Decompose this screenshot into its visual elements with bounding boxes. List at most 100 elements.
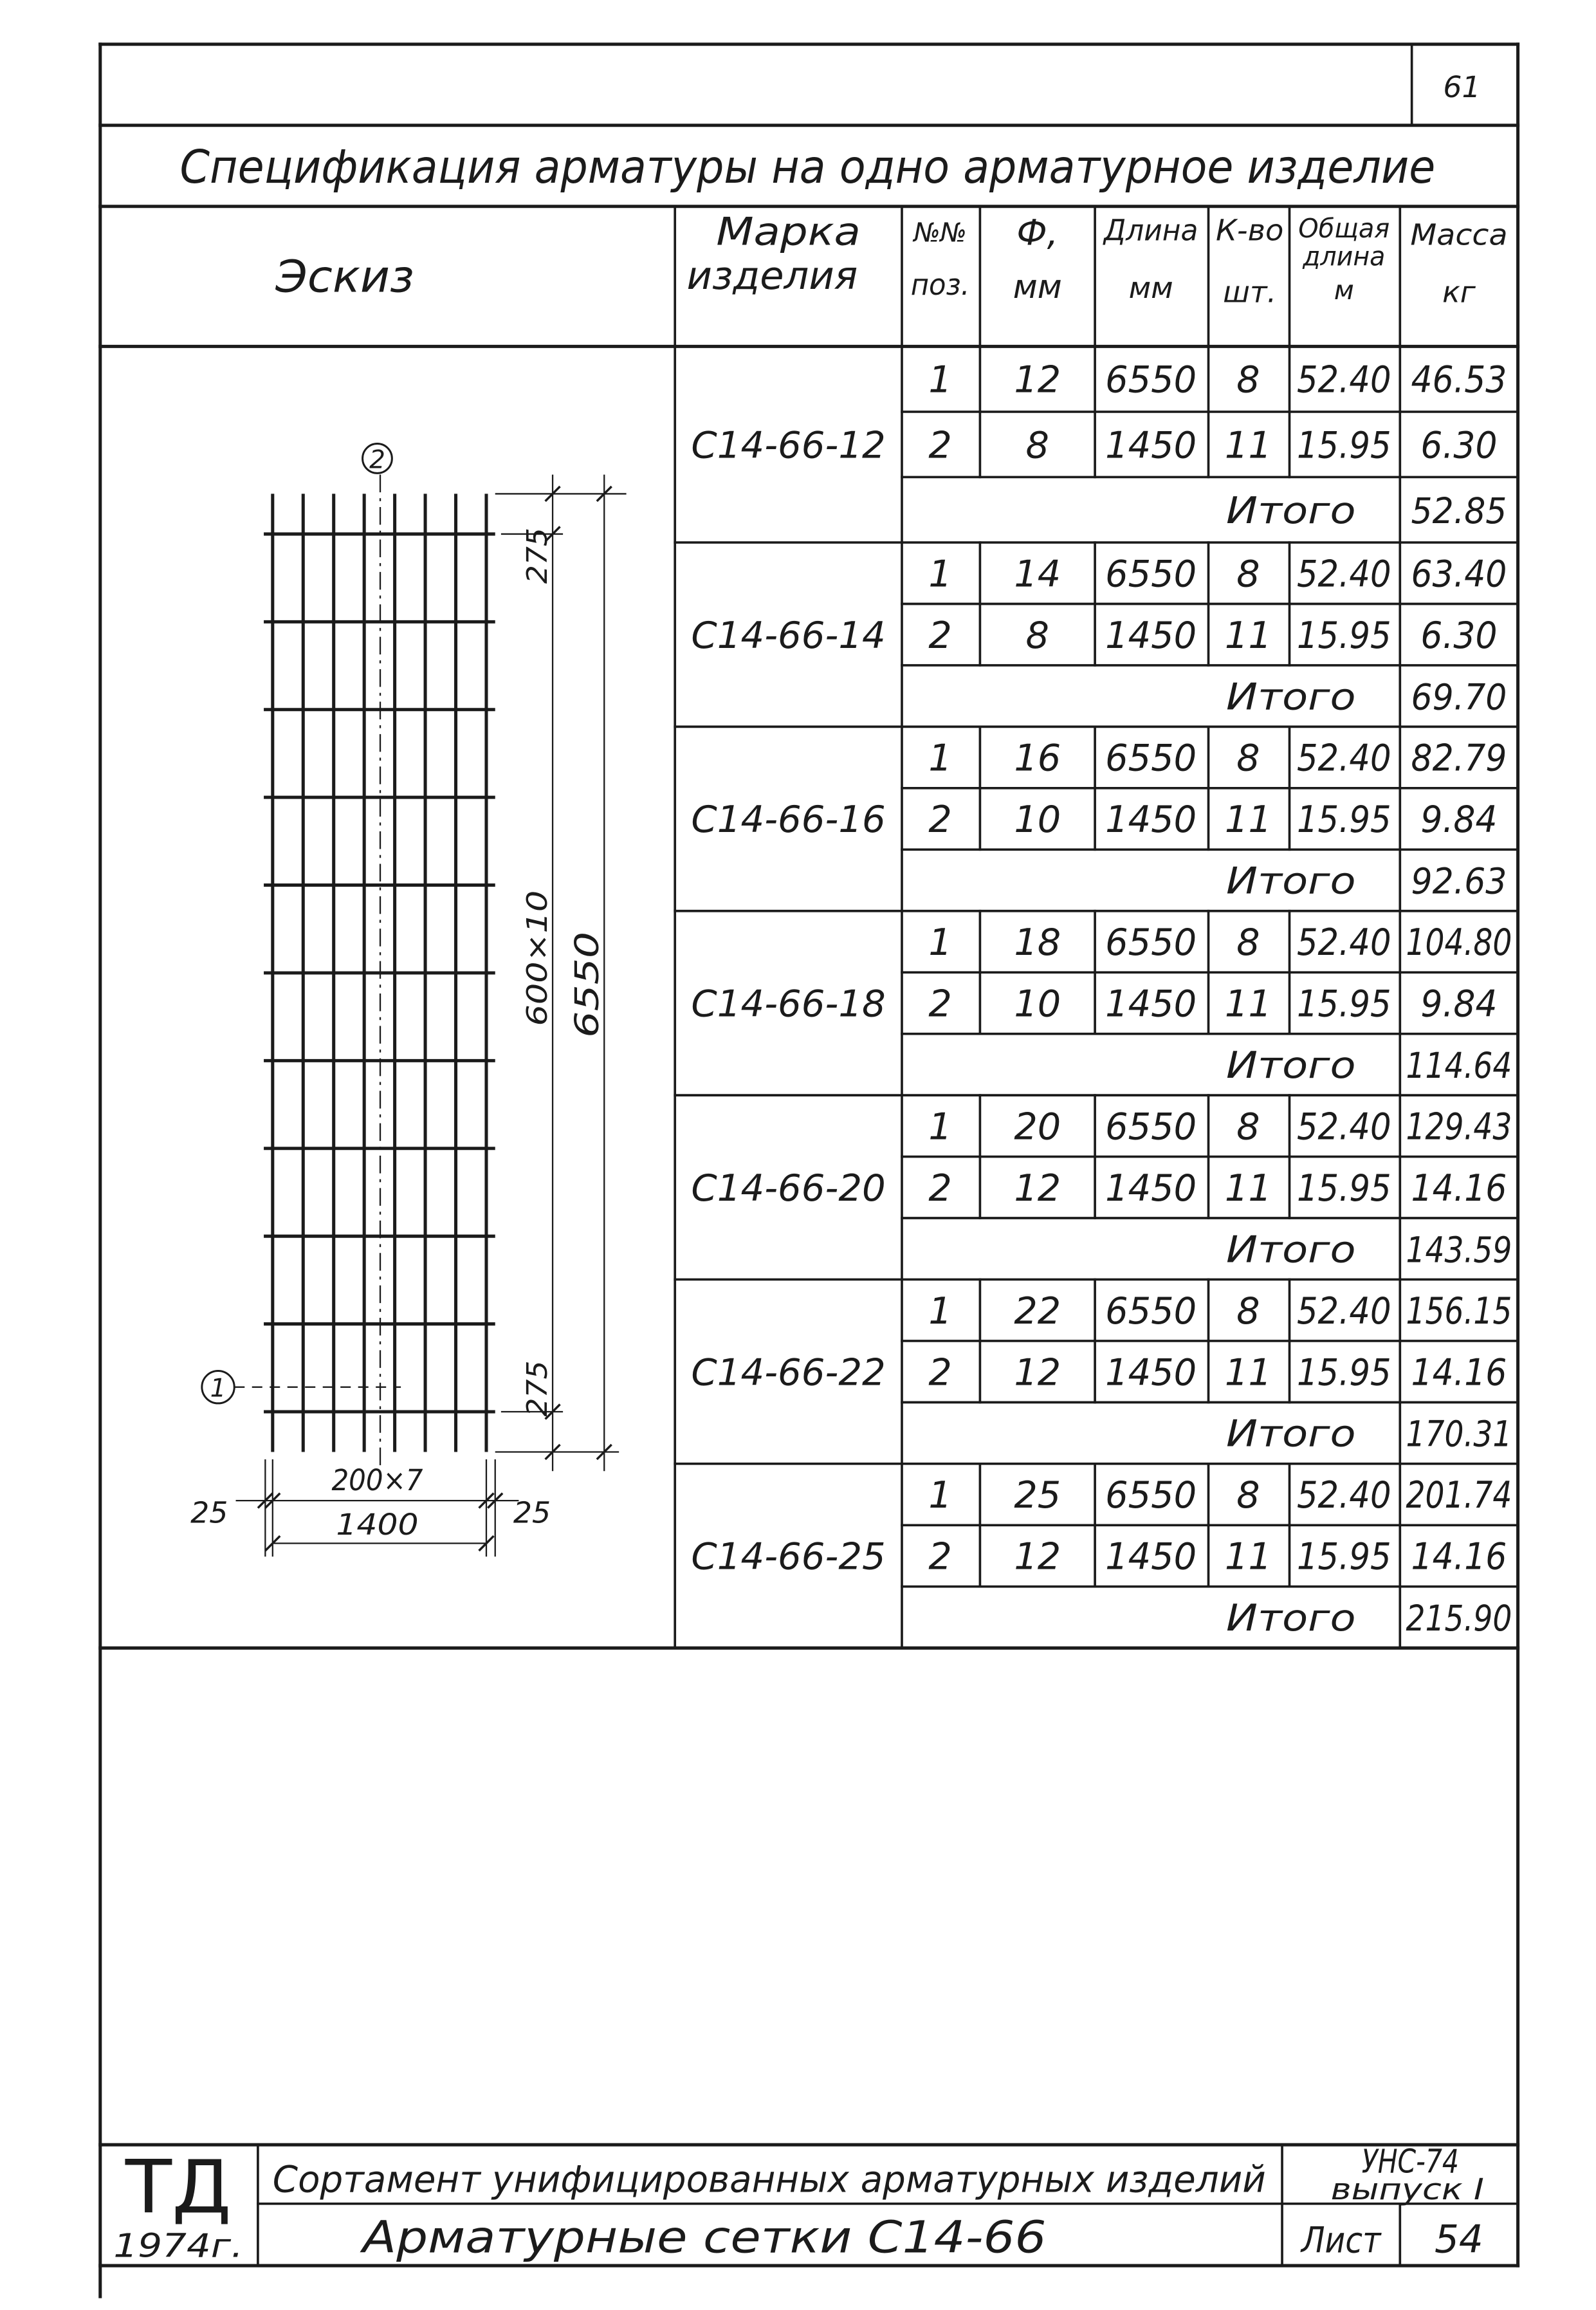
- header-length-line2: мм: [1129, 270, 1173, 305]
- total-label: Итого: [1226, 675, 1356, 718]
- cell-diameter: 8: [1026, 423, 1049, 467]
- cell-total-length: 15.95: [1297, 1535, 1391, 1578]
- dim-bottom-end: 275: [522, 1360, 554, 1416]
- cell-mass: 104.80: [1406, 921, 1512, 964]
- cell-length: 6550: [1105, 358, 1197, 402]
- cell-pos: 2: [928, 614, 951, 657]
- dim-tick: [544, 526, 561, 542]
- cell-mass: 14.16: [1411, 1535, 1507, 1578]
- org-mark: ТД: [125, 2145, 232, 2231]
- cell-total-length: 52.40: [1297, 552, 1391, 595]
- cell-qty: 8: [1236, 1105, 1260, 1148]
- cell-pos: 2: [928, 1351, 951, 1394]
- cell-qty: 11: [1225, 1535, 1272, 1578]
- cell-pos: 2: [928, 983, 951, 1026]
- cell-pos: 1: [928, 737, 951, 780]
- cell-length: 1450: [1105, 983, 1197, 1026]
- total-mass: 143.59: [1406, 1229, 1512, 1270]
- product-mark: С14-66-20: [691, 1167, 885, 1210]
- cell-mass: 6.30: [1420, 614, 1497, 657]
- series-code: УНС-74: [1362, 2143, 1459, 2181]
- total-label: Итого: [1226, 1228, 1356, 1271]
- cell-length: 1450: [1105, 1167, 1197, 1210]
- cell-qty: 11: [1225, 1167, 1272, 1210]
- cell-length: 6550: [1105, 552, 1197, 595]
- dim-tick: [264, 1492, 281, 1509]
- cell-pos: 1: [928, 358, 951, 402]
- cell-length: 6550: [1105, 1289, 1197, 1333]
- cell-length: 1450: [1105, 1535, 1197, 1578]
- cell-diameter: 10: [1014, 983, 1061, 1026]
- total-mass: 92.63: [1411, 861, 1507, 902]
- product-mark: С14-66-14: [691, 614, 885, 657]
- cell-diameter: 12: [1014, 1351, 1061, 1394]
- cell-diameter: 18: [1014, 921, 1061, 964]
- cell-length: 1450: [1105, 798, 1197, 841]
- cell-length: 1450: [1105, 423, 1197, 467]
- cell-length: 1450: [1105, 614, 1197, 657]
- dim-overall-length: 6550: [568, 932, 606, 1038]
- header-diameter-line2: мм: [1013, 268, 1062, 306]
- total-label: Итого: [1226, 1412, 1356, 1455]
- total-label: Итого: [1226, 860, 1356, 903]
- cell-total-length: 15.95: [1297, 614, 1391, 657]
- total-label: Итого: [1226, 1596, 1356, 1640]
- header-length-line1: Длина: [1103, 212, 1198, 247]
- cell-pos: 2: [928, 1167, 951, 1210]
- cell-diameter: 20: [1014, 1105, 1061, 1148]
- header-total-length-line3: м: [1334, 275, 1354, 306]
- dim-left-overhang: 25: [190, 1495, 228, 1529]
- cell-qty: 8: [1236, 1289, 1260, 1333]
- dim-spacing-horizontal: 200×7: [331, 1463, 423, 1497]
- cell-total-length: 15.95: [1297, 423, 1391, 467]
- product-mark: С14-66-16: [691, 798, 885, 841]
- dim-right-overhang: 25: [513, 1495, 551, 1529]
- cell-qty: 11: [1225, 983, 1272, 1026]
- header-mark-line1: Марка: [716, 210, 861, 254]
- cell-diameter: 10: [1014, 798, 1061, 841]
- cell-total-length: 15.95: [1297, 798, 1391, 841]
- cell-mass: 82.79: [1411, 737, 1507, 780]
- dim-overall-width: 1400: [336, 1507, 418, 1542]
- cell-diameter: 12: [1014, 1535, 1061, 1578]
- cell-mass: 156.15: [1406, 1289, 1512, 1333]
- cell-mass: 129.43: [1406, 1105, 1512, 1148]
- header-qty-line1: К-во: [1216, 212, 1283, 247]
- cell-qty: 8: [1236, 358, 1260, 402]
- table-header: ЭскизМаркаизделия№№поз.Ф,ммДлинаммК-вошт…: [275, 205, 1508, 1650]
- dim-tick: [478, 1492, 495, 1509]
- cell-qty: 8: [1236, 552, 1260, 595]
- series-title: Сортамент унифицированных арматурных изд…: [273, 2158, 1266, 2201]
- cell-pos: 1: [928, 1105, 951, 1148]
- series-issue: выпуск I: [1331, 2172, 1484, 2206]
- cell-length: 6550: [1105, 921, 1197, 964]
- cell-qty: 11: [1225, 614, 1272, 657]
- dim-tick: [478, 1535, 495, 1552]
- cell-pos: 1: [928, 552, 951, 595]
- header-mark-line2: изделия: [687, 254, 858, 299]
- cell-pos: 1: [928, 1289, 951, 1333]
- cell-pos: 2: [928, 798, 951, 841]
- total-label: Итого: [1226, 1044, 1356, 1087]
- header-qty-line2: шт.: [1223, 275, 1276, 310]
- dim-spacing-vertical: 600×10: [522, 891, 554, 1026]
- position-2-number: 2: [369, 445, 385, 474]
- cell-mass: 63.40: [1411, 552, 1507, 595]
- dim-top-end: 275: [522, 528, 554, 584]
- cell-total-length: 15.95: [1297, 1167, 1391, 1210]
- cell-pos: 2: [928, 1535, 951, 1578]
- cell-length: 6550: [1105, 1105, 1197, 1148]
- dim-tick: [544, 1443, 561, 1461]
- header-diameter-line1: Ф,: [1016, 212, 1058, 253]
- total-mass: 69.70: [1411, 676, 1507, 717]
- cell-total-length: 15.95: [1297, 1351, 1391, 1394]
- header-total-length-line1: Общая: [1298, 213, 1390, 244]
- cell-qty: 11: [1225, 798, 1272, 841]
- cell-qty: 11: [1225, 1351, 1272, 1394]
